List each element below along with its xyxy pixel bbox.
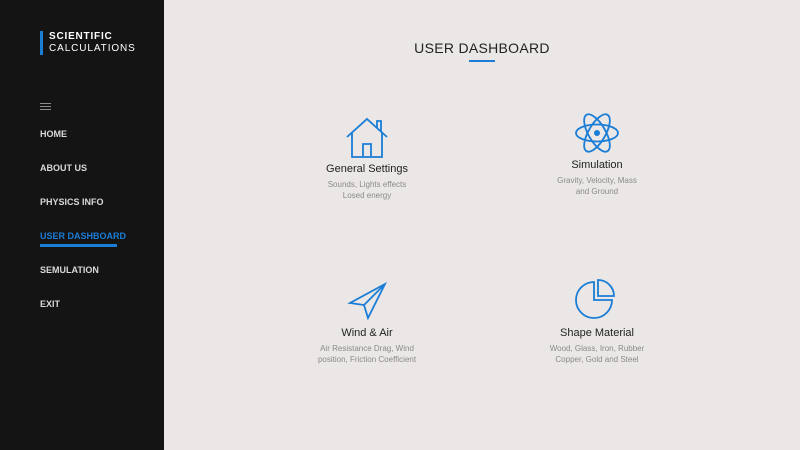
- card-wind-air[interactable]: Wind & Air Air Resistance Drag, Wind pos…: [282, 282, 452, 365]
- card-description-line-1: Sounds, Lights effects: [327, 180, 407, 189]
- card-description-line-1: Gravity, Velocity, Mass: [557, 176, 637, 185]
- brand-logo: SCIENTIFIC CALCULATIONS: [40, 31, 136, 55]
- card-title: Simulation: [571, 159, 623, 171]
- active-nav-indicator: [40, 244, 117, 247]
- nav-item-physics-info[interactable]: PHYSICS INFO: [40, 197, 104, 207]
- page-title: USER DASHBOARD: [414, 40, 550, 56]
- card-title: General Settings: [326, 163, 408, 175]
- sidebar: SCIENTIFIC CALCULATIONS HOME ABOUT US PH…: [0, 0, 164, 450]
- hamburger-menu-icon[interactable]: [40, 103, 51, 111]
- nav-item-user-dashboard[interactable]: USER DASHBOARD: [40, 231, 127, 241]
- brand-line-2: CALCULATIONS: [49, 43, 136, 54]
- card-title: Shape Material: [560, 327, 634, 339]
- card-description-line-1: Air Resistance Drag, Wind: [320, 344, 414, 353]
- nav-item-exit[interactable]: EXIT: [40, 299, 61, 309]
- house-icon: [346, 117, 388, 158]
- card-description-line-2: Copper, Gold and Steel: [555, 355, 639, 364]
- card-description-line-2: position, Friction Coefficient: [317, 355, 417, 364]
- title-underline: [469, 60, 495, 62]
- atom-icon: [575, 113, 619, 153]
- card-description-line-1: Wood, Glass, Iron, Rubber: [549, 344, 645, 353]
- nav-item-about-us[interactable]: ABOUT US: [40, 163, 87, 173]
- nav-item-semulation[interactable]: SEMULATION: [40, 265, 99, 275]
- card-title: Wind & Air: [341, 327, 393, 339]
- paper-plane-icon: [347, 282, 387, 320]
- nav-item-home[interactable]: HOME: [40, 129, 67, 139]
- card-description-line-2: Losed energy: [342, 191, 392, 200]
- pie-chart-icon: [575, 279, 615, 319]
- card-description-line-2: and Ground: [575, 187, 619, 196]
- card-general-settings[interactable]: General Settings Sounds, Lights effects …: [282, 117, 452, 201]
- card-shape-material[interactable]: Shape Material Wood, Glass, Iron, Rubber…: [512, 279, 682, 365]
- brand-line-1: SCIENTIFIC: [49, 31, 113, 42]
- card-simulation[interactable]: Simulation Gravity, Velocity, Mass and G…: [512, 110, 682, 197]
